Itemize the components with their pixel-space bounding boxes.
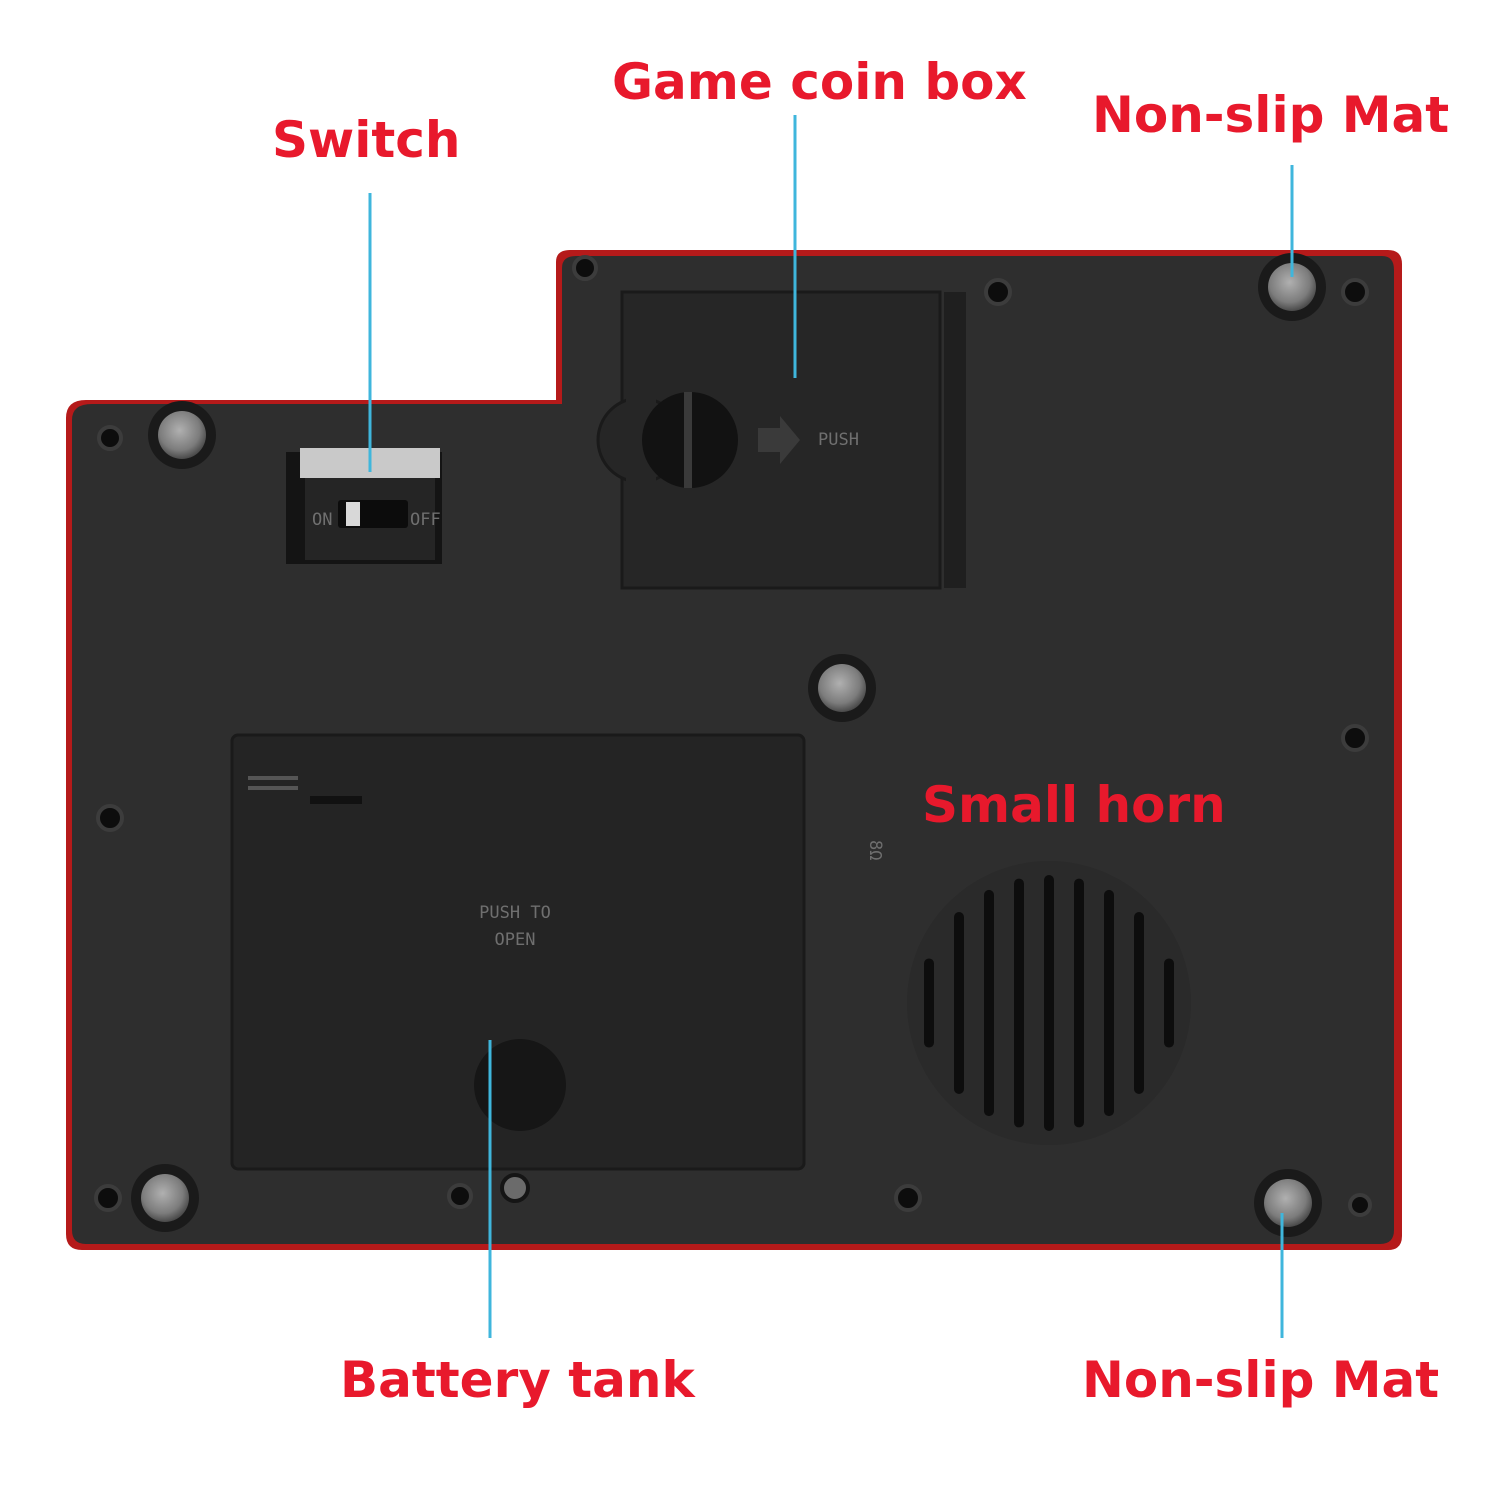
switch-on-marking: ON [312,510,332,530]
battery-tank-door[interactable]: PUSH TO OPEN [230,733,806,1203]
game-coin-box-door[interactable]: PUSH [596,290,966,590]
leader-lines [368,115,1294,1338]
screw-holes [94,255,1372,1217]
speaker-slot [1164,958,1174,1048]
non-slip-pad [131,1164,199,1232]
speaker-grille [907,861,1191,1145]
battery-tank-label: Battery tank [340,1351,695,1409]
non-slip-pad [148,401,216,469]
power-switch[interactable]: ON OFF [286,448,442,564]
speaker-slot [1104,889,1114,1117]
battery-door-marking-line2: OPEN [495,930,536,950]
switch-label: Switch [272,111,461,169]
speaker-slot [1014,878,1024,1128]
speaker-slot [924,958,934,1048]
non-slip-pad [808,654,876,722]
speaker-marking: 8Ω [865,840,885,860]
non-slip-mat-top-label: Non-slip Mat [1092,86,1450,144]
game-coin-box-label: Game coin box [612,53,1027,111]
speaker-slot [954,911,964,1095]
coin-door-marking: PUSH [818,430,859,450]
non-slip-pad [1258,253,1326,321]
non-slip-mat-bottom-label: Non-slip Mat [1082,1351,1440,1409]
speaker-slot [984,889,994,1117]
non-slip-pad [1254,1169,1322,1237]
switch-off-marking: OFF [410,510,441,530]
battery-door-marking-line1: PUSH TO [479,903,551,923]
speaker-slot [1134,911,1144,1095]
small-horn-label: Small horn [922,776,1226,834]
speaker-slot [1074,878,1084,1128]
speaker-slot [1044,875,1054,1131]
